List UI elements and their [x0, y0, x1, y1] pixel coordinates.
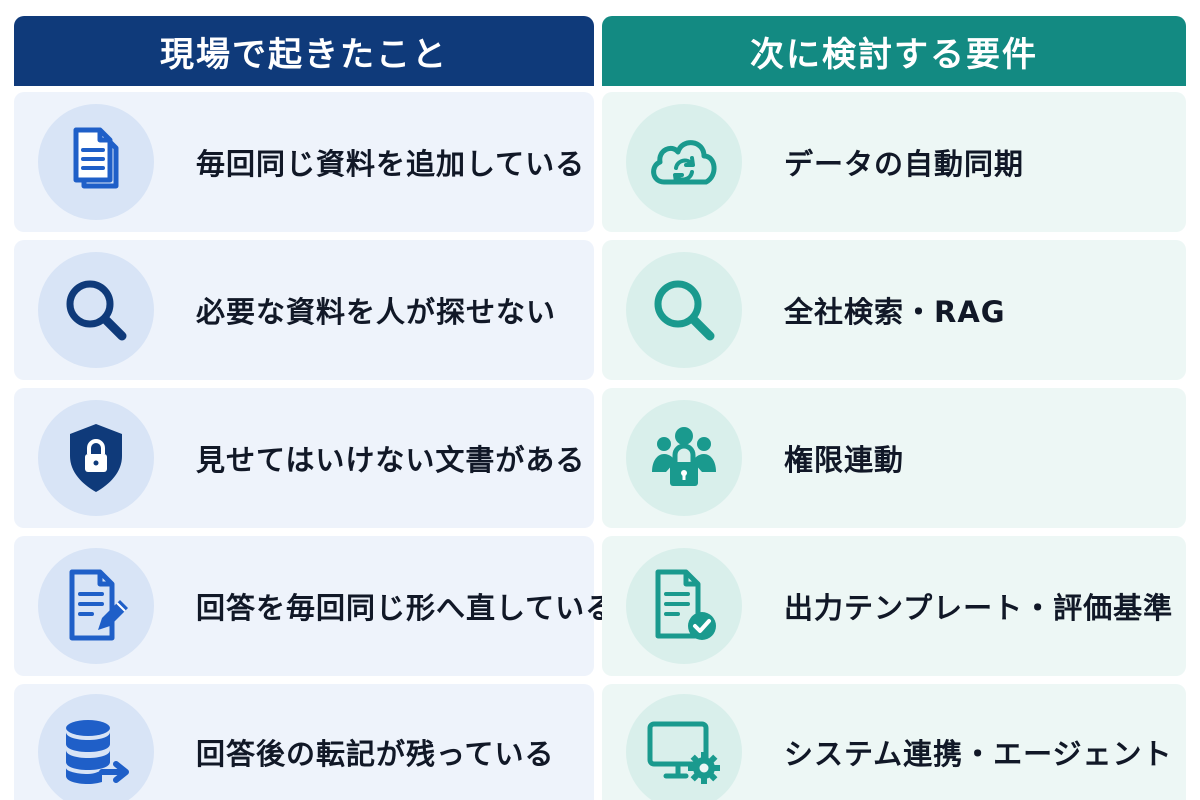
requirement-card: 全社検索・RAG	[602, 240, 1186, 380]
requirement-label: 出力テンプレート・評価基準	[784, 591, 1174, 625]
comparison-row: 回答後の転記が残っている	[14, 684, 1186, 800]
requirement-card: システム連携・エージェント	[602, 684, 1186, 800]
comparison-row: 必要な資料を人が探せない 全社検索・RAG	[14, 240, 1186, 380]
users-lock-icon	[626, 400, 742, 516]
comparison-rows: 毎回同じ資料を追加している データの自動同期	[14, 92, 1186, 800]
issue-label: 見せてはいけない文書がある	[196, 443, 586, 477]
shield-lock-icon	[38, 400, 154, 516]
database-export-icon	[38, 694, 154, 800]
monitor-gear-icon	[626, 694, 742, 800]
issue-label: 回答を毎回同じ形へ直している	[196, 591, 616, 625]
requirement-card: データの自動同期	[602, 92, 1186, 232]
search-icon	[38, 252, 154, 368]
header-next-requirements: 次に検討する要件	[602, 16, 1186, 86]
issue-card: 必要な資料を人が探せない	[14, 240, 594, 380]
document-check-icon	[626, 548, 742, 664]
requirement-label: システム連携・エージェント	[784, 737, 1173, 771]
requirement-card: 権限連動	[602, 388, 1186, 528]
header-current-issues: 現場で起きたこと	[14, 16, 594, 86]
documents-icon	[38, 104, 154, 220]
requirement-label: 権限連動	[784, 443, 905, 477]
issue-card: 見せてはいけない文書がある	[14, 388, 594, 528]
comparison-row: 毎回同じ資料を追加している データの自動同期	[14, 92, 1186, 232]
issue-card: 毎回同じ資料を追加している	[14, 92, 594, 232]
cloud-sync-icon	[626, 104, 742, 220]
header-next-requirements-label: 次に検討する要件	[750, 34, 1038, 75]
requirement-card: 出力テンプレート・評価基準	[602, 536, 1186, 676]
issue-card: 回答後の転記が残っている	[14, 684, 594, 800]
document-edit-icon	[38, 548, 154, 664]
issue-label: 毎回同じ資料を追加している	[196, 147, 586, 181]
comparison-row: 回答を毎回同じ形へ直している 出力テンプレート・評価基準	[14, 536, 1186, 676]
requirement-label: 全社検索・RAG	[784, 295, 1006, 329]
issue-card: 回答を毎回同じ形へ直している	[14, 536, 614, 676]
header-current-issues-label: 現場で起きたこと	[160, 34, 448, 75]
issue-label: 必要な資料を人が探せない	[196, 295, 557, 329]
requirement-label: データの自動同期	[784, 147, 1025, 181]
search-icon	[626, 252, 742, 368]
issue-label: 回答後の転記が残っている	[196, 737, 555, 771]
comparison-row: 見せてはいけない文書がある 権限連動	[14, 388, 1186, 528]
